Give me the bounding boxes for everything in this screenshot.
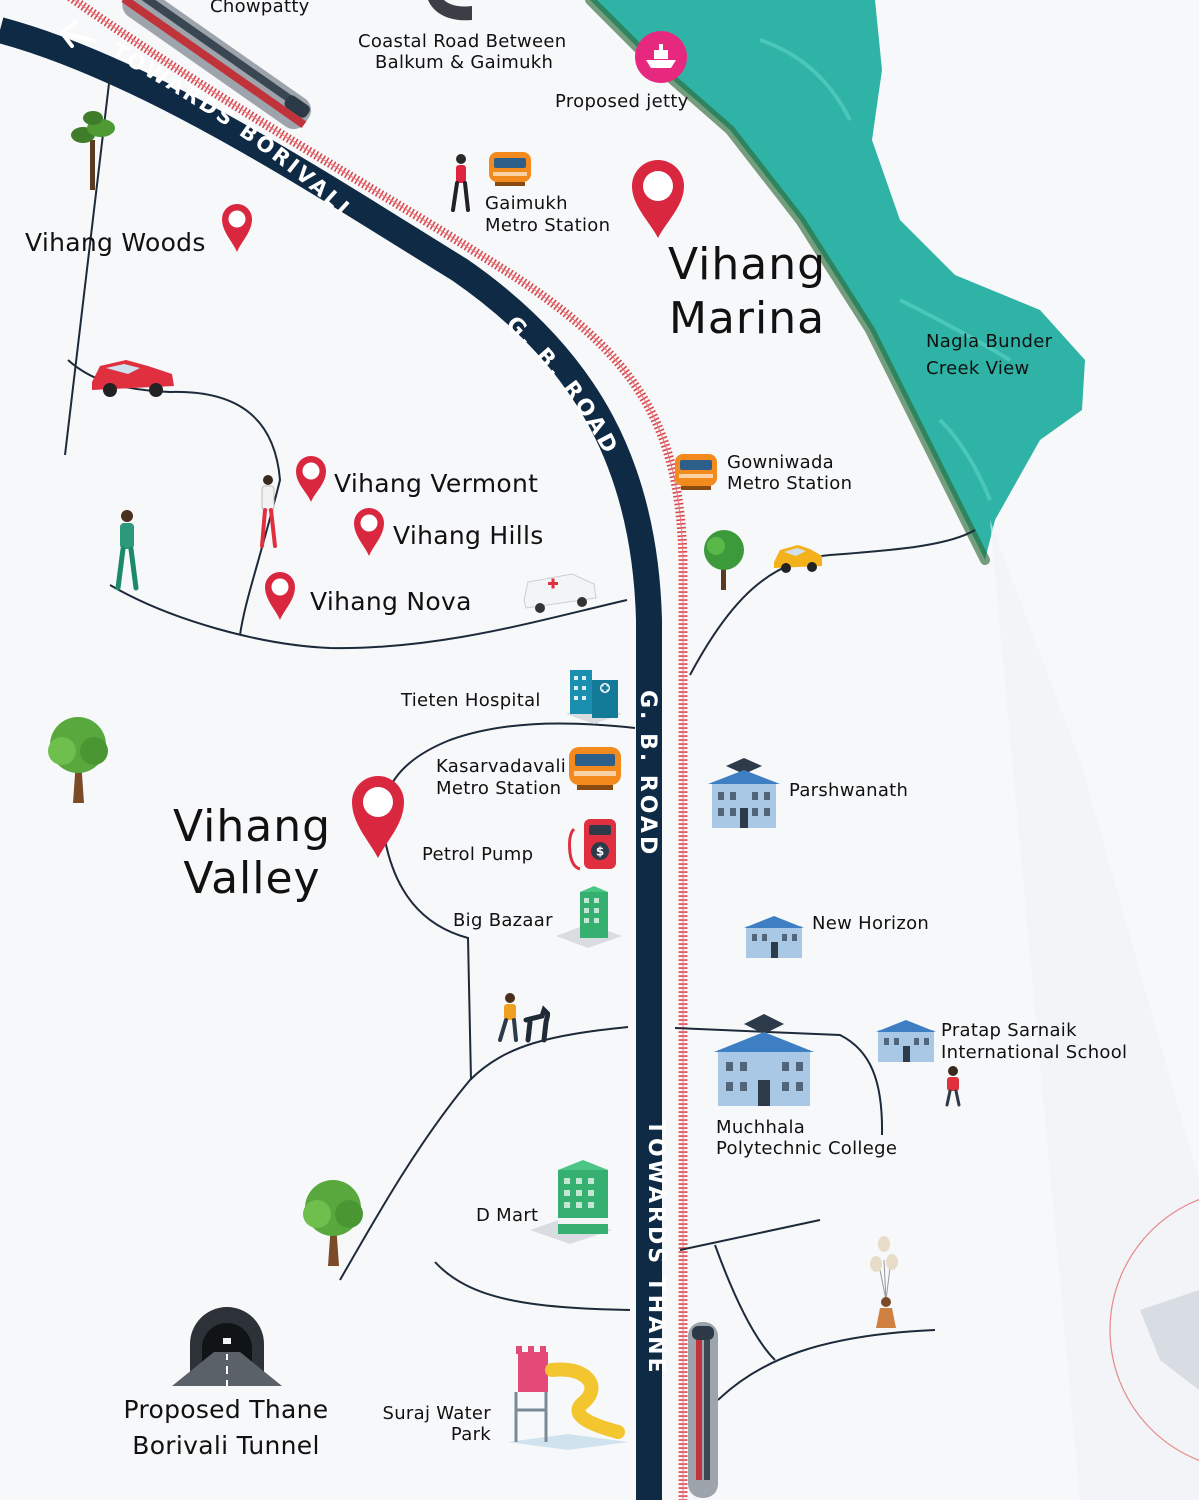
location-pin-icon <box>265 572 295 620</box>
label-muchhala-line2: Polytechnic College <box>716 1138 898 1159</box>
person-icon <box>260 475 277 548</box>
label-coastal-road-line1: Coastal Road Between <box>358 31 567 52</box>
coastal-road-icon <box>428 0 472 21</box>
location-pin-icon <box>222 204 252 252</box>
label-vihang-marina-line1: Vihang <box>667 239 827 290</box>
location-pin-icon <box>354 508 384 556</box>
tree-icon <box>71 111 115 190</box>
train-icon <box>121 0 312 130</box>
label-tieten-hospital: Tieten Hospital <box>401 690 541 711</box>
label-chowpatty: Chowpatty <box>210 0 310 17</box>
label-coastal-road-line2: Balkum & Gaimukh <box>375 52 554 73</box>
decorative-shape <box>1140 1290 1199 1390</box>
label-suraj-line2: Park <box>450 1424 491 1445</box>
label-pratap-line2: International School <box>941 1042 1128 1063</box>
hospital-icon <box>566 670 622 724</box>
school-building-icon <box>744 916 804 958</box>
label-vihang-marina-line2: Marina <box>668 293 826 344</box>
metro-train-icon <box>489 152 531 186</box>
label-gaimukh-line2: Metro Station <box>485 215 611 236</box>
label-proposed-jetty: Proposed jetty <box>555 91 689 112</box>
tree-icon <box>48 717 108 803</box>
college-building-icon <box>714 1014 814 1106</box>
label-vihang-nova: Vihang Nova <box>310 587 472 616</box>
decorative-circle <box>1109 1198 1199 1462</box>
road-label-gb-road-lower: G. B. ROAD <box>635 690 660 857</box>
tree-icon <box>704 530 744 590</box>
label-gowniwada-line2: Metro Station <box>727 473 853 494</box>
school-building-icon <box>876 1020 936 1062</box>
location-pin-icon <box>632 160 684 238</box>
metro-train-icon <box>569 747 621 790</box>
metro-train-icon <box>675 454 717 490</box>
person-with-dog-icon <box>498 993 550 1043</box>
tree-icon <box>303 1180 363 1266</box>
train-icon-lower <box>688 1322 718 1498</box>
ship-icon <box>635 31 687 83</box>
label-tunnel-line1: Proposed Thane <box>123 1395 329 1424</box>
label-parshwanath: Parshwanath <box>789 780 909 801</box>
label-suraj-line1: Suraj Water <box>382 1403 491 1424</box>
svg-text:$: $ <box>596 845 604 859</box>
location-pin-icon <box>352 776 404 858</box>
creek-water <box>590 0 1085 560</box>
road-label-gb-road-upper: G. B. ROAD <box>501 312 623 460</box>
label-petrol-pump: Petrol Pump <box>422 844 534 865</box>
taxi-icon <box>774 545 822 573</box>
girl-with-balloons-icon <box>870 1236 898 1328</box>
tunnel-icon <box>172 1307 282 1386</box>
supermarket-building-icon <box>530 1160 612 1244</box>
label-kasarvadavali-line1: Kasarvadavali <box>436 756 567 777</box>
railway-rail-edge <box>73 0 684 1500</box>
label-new-horizon: New Horizon <box>812 913 930 934</box>
school-building-icon <box>708 758 780 828</box>
label-d-mart: D Mart <box>476 1205 539 1226</box>
label-vihang-valley-line1: Vihang <box>172 801 332 852</box>
person-icon <box>451 154 470 212</box>
label-gaimukh-line1: Gaimukh <box>485 193 568 214</box>
label-vihang-vermont: Vihang Vermont <box>334 469 539 498</box>
mall-building-icon <box>556 886 622 948</box>
label-kasarvadavali-line2: Metro Station <box>436 778 562 799</box>
label-vihang-woods: Vihang Woods <box>25 228 206 257</box>
label-gowniwada-line1: Gowniwada <box>727 452 834 473</box>
fuel-pump-icon: $ <box>568 819 616 871</box>
pale-land-region <box>990 520 1199 1500</box>
car-icon <box>92 360 174 397</box>
minor-roads <box>64 74 976 1401</box>
label-big-bazaar: Big Bazaar <box>453 910 553 931</box>
arrow-left-icon <box>60 20 97 48</box>
label-nagla-line2: Creek View <box>926 358 1030 379</box>
location-pin-icon <box>296 456 326 502</box>
ambulance-icon <box>523 573 597 613</box>
label-vihang-valley-line2: Valley <box>183 853 321 904</box>
label-vihang-hills: Vihang Hills <box>393 521 544 550</box>
person-icon <box>115 510 139 591</box>
water-park-icon <box>508 1346 628 1450</box>
label-tunnel-line2: Borivali Tunnel <box>132 1431 320 1460</box>
label-muchhala-line1: Muchhala <box>716 1117 806 1138</box>
label-nagla-line1: Nagla Bunder <box>926 331 1053 352</box>
gb-road <box>0 17 662 1500</box>
road-label-towards-thane: TOWARDS THANE <box>643 1120 668 1376</box>
label-pratap-line1: Pratap Sarnaik <box>941 1020 1077 1041</box>
student-icon <box>945 1066 961 1107</box>
creek-water-sheen <box>759 38 1012 501</box>
